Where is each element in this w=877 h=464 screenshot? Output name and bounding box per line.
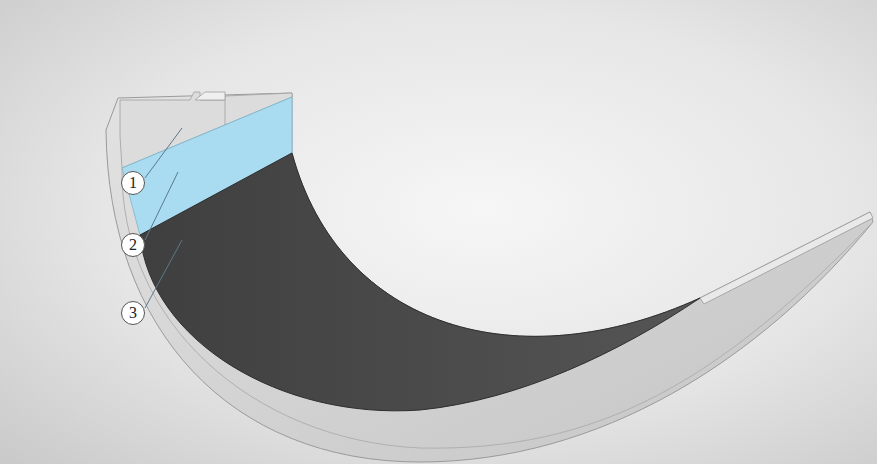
leader-line bbox=[145, 172, 178, 240]
rim-edge bbox=[122, 168, 873, 448]
callout-number: 3 bbox=[121, 301, 145, 325]
overlay-layer bbox=[140, 153, 700, 411]
parting-face bbox=[700, 212, 873, 304]
leader-line bbox=[145, 128, 182, 178]
callout-number: 2 bbox=[121, 233, 145, 257]
leader-line bbox=[145, 240, 182, 308]
locating-lug bbox=[195, 92, 225, 100]
steel-backing bbox=[106, 93, 873, 462]
callout-number: 1 bbox=[121, 171, 145, 195]
